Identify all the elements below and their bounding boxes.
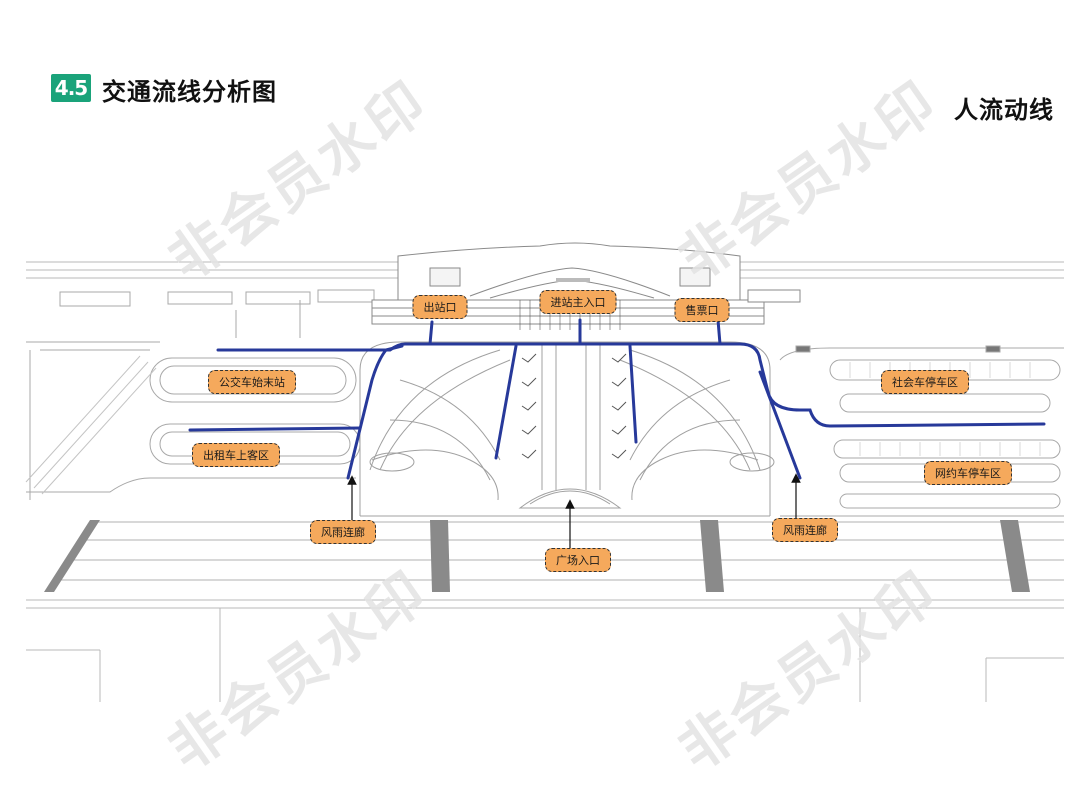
escalator-icons [521,353,627,459]
label-ticket-office: 售票口 [674,298,730,322]
label-ride-hailing-parking: 网约车停车区 [924,461,1012,485]
label-bus-terminal: 公交车始末站 [208,370,296,394]
left-edge-hatching [25,355,157,495]
label-plaza-entrance: 广场入口 [545,548,611,572]
diagram-subtitle: 人流动线 [954,96,1054,124]
label-taxi-pickup: 出租车上客区 [192,443,280,467]
crosswalks [44,520,1030,592]
label-social-parking: 社会车停车区 [881,370,969,394]
building-sign [556,278,590,282]
pedestrian-flow-lines [188,318,1046,480]
label-main-entrance: 进站主入口 [539,290,617,314]
label-exit: 出站口 [412,295,468,319]
section-number-badge: 4.5 [51,74,91,102]
station-front-facade [519,300,621,330]
label-covered-corridor-left: 风雨连廊 [310,520,376,544]
label-covered-corridor-right: 风雨连廊 [772,518,838,542]
central-plaza-linework [359,341,775,517]
page-title: 交通流线分析图 [102,78,277,106]
direction-arrows [347,473,801,548]
left-plaza-linework [26,289,375,500]
